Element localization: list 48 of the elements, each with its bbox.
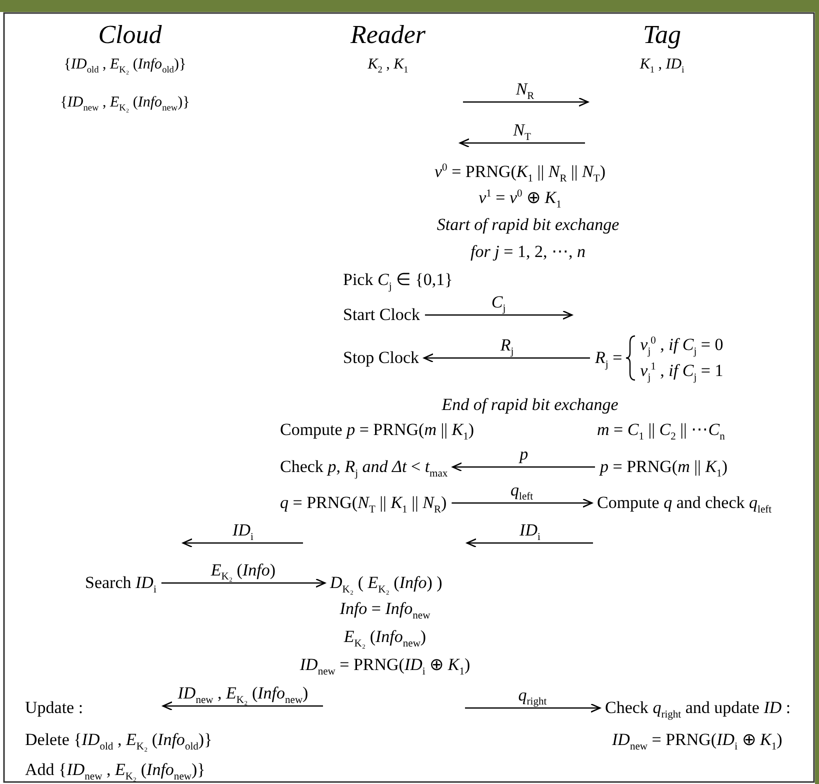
- statement-text: ID$_{i}$: [232, 520, 254, 540]
- step-text: Search ID$_{i}$: [85, 573, 156, 593]
- statement-text: {ID$_{old}$ , E$_{K₂}$ (Info$_{old}$)}: [64, 56, 186, 74]
- message-arrow: [424, 310, 573, 320]
- statement-text: Add {ID$_{new}$ , E$_{K₂}$ (Info$_{new}$)}: [25, 760, 206, 780]
- statement-text: ID$_{new}$ = PRNG(ID$_{i}$ ⊕ K$_{1}$): [612, 730, 782, 750]
- step-text: Start Clock: [343, 305, 420, 325]
- statement-text: Pick C$_{j}$ ∈ {0,1}: [343, 270, 453, 290]
- statement-text: Info = Info$_{new}$: [340, 599, 430, 619]
- statement-text: N$_{T}$: [513, 120, 531, 140]
- message-arrow: [465, 703, 601, 713]
- step-text: q = PRNG(N$_{T}$ || K$_{1}$ || N$_{R}$): [280, 493, 447, 513]
- edge-label: C$_{j}$: [489, 293, 508, 312]
- statement-text: Update :: [25, 698, 84, 718]
- step-text: Compute q and check q$_{left}$: [597, 493, 772, 513]
- statement-text: Delete {ID$_{old}$ , E$_{K₂}$ (Info$_{old}$)}: [25, 730, 212, 750]
- party-heading: Reader: [350, 20, 426, 50]
- statement-text: E$_{K₂}$ (Info$_{new}$): [344, 627, 426, 647]
- message-arrow: [452, 498, 593, 508]
- step-text: Check p, R$_{j}$ and Δt < t$_{max}$: [280, 457, 448, 477]
- statement-text: Start of rapid bit exchange: [436, 215, 620, 235]
- message-arrow: [161, 578, 326, 588]
- edge-label: R$_{j}$: [498, 336, 516, 355]
- step-text: Check q$_{right}$ and update ID :: [605, 698, 791, 718]
- statement-text: for j = 1, 2, ⋯, n: [470, 242, 586, 262]
- statement-text: R$_{j}$ =: [595, 348, 622, 368]
- statement-text: K$_{1}$ , ID$_{i}$: [640, 56, 684, 74]
- party-heading: Cloud: [98, 20, 162, 50]
- case-text: v$_{j}$$^{0}$ , if C$_{j}$ = 0: [640, 335, 724, 355]
- statement-text: v$^{0}$ = PRNG(K$_{1}$ || N$_{R}$ || N$_{T}$): [434, 162, 606, 182]
- step-text: D$_{K₂}$ ( E$_{K₂}$ (Info) ): [330, 573, 442, 593]
- step-text: p = PRNG(m || K$_{1}$): [600, 457, 728, 477]
- step-text: Stop Clock: [343, 348, 420, 368]
- statement-text: m = C$_{1}$ || C$_{2}$ || ⋯C$_{n}$: [597, 420, 725, 440]
- statement-text: {ID$_{new}$ , E$_{K₂}$ (Info$_{new}$)}: [60, 94, 190, 112]
- statement-text: v$^{1}$ = v$^{0}$ ⊕ K$_{1}$: [478, 188, 562, 208]
- party-heading: Tag: [642, 20, 682, 50]
- edge-label: E$_{K₂}$ (Info): [208, 561, 278, 580]
- statement-text: End of rapid bit exchange: [442, 395, 618, 415]
- statement-text: K$_{2}$ , K$_{1}$: [368, 56, 408, 74]
- message-arrow: [423, 353, 590, 363]
- statement-text: ID$_{new}$ = PRNG(ID$_{i}$ ⊕ K$_{1}$): [300, 655, 470, 675]
- statement-text: N$_{R}$: [516, 79, 534, 99]
- case-text: v$_{j}$$^{1}$ , if C$_{j}$ = 1: [640, 361, 724, 381]
- statement-text: ID$_{new}$ , E$_{K₂}$ (Info$_{new}$): [178, 683, 308, 703]
- message-arrow: [452, 462, 595, 472]
- statement-text: Compute p = PRNG(m || K$_{1}$): [280, 420, 474, 440]
- statement-text: ID$_{i}$: [520, 520, 540, 540]
